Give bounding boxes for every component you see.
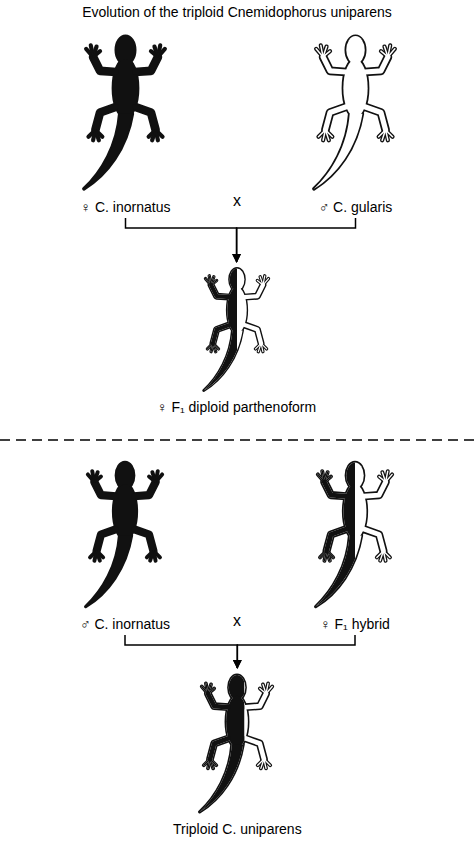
species-label: Triploid C. uniparens: [173, 821, 302, 838]
lizard-figure: [63, 28, 188, 197]
species-label: ♀ F₁ diploid parthenoform: [157, 399, 316, 416]
lizard-node: ♀ F₁ hybrid: [288, 455, 422, 635]
lizard-figure: [66, 455, 184, 614]
lizard-node: ♀ C. inornatus: [55, 28, 196, 218]
cross-symbol: x: [233, 192, 241, 210]
lizard-node: Triploid C. uniparens: [165, 668, 310, 840]
descent-arrow: [237, 218, 356, 262]
lizard-node: ♂ C. gularis: [285, 28, 426, 218]
species-label: ♀ F₁ hybrid: [296, 616, 414, 633]
descent-arrow: [126, 218, 237, 262]
cross-symbol: x: [233, 612, 241, 630]
descent-arrow: [125, 635, 237, 668]
lizard-figure: [296, 455, 414, 614]
species-label: ♂ C. inornatus: [66, 616, 184, 633]
lizard-node: ♀ F₁ diploid parthenoform: [149, 262, 324, 418]
lizard-figure: [187, 262, 287, 397]
lizard-node: ♂ C. inornatus: [58, 455, 192, 635]
dashed-divider: [0, 439, 474, 441]
species-label: ♀ C. inornatus: [63, 199, 188, 216]
species-label: ♂ C. gularis: [293, 199, 418, 216]
lizard-figure: [293, 28, 418, 197]
lizard-figure: [181, 668, 293, 819]
figure-title: Evolution of the triploid Cnemidophorus …: [0, 4, 474, 21]
descent-arrow: [237, 635, 355, 668]
